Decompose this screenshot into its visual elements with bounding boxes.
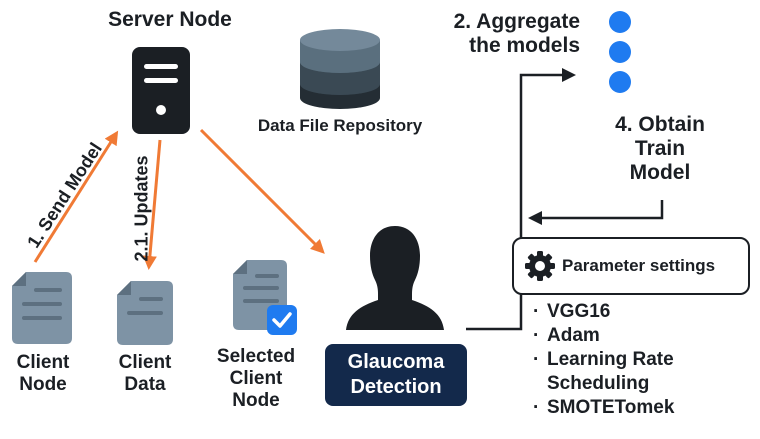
obtain-line3: Model — [629, 161, 691, 184]
selected-client-line2: Client — [229, 368, 283, 389]
client-data-line2: Data — [124, 374, 166, 395]
server-node-title: Server Node — [108, 8, 232, 31]
repository-label: Data File Repository — [257, 116, 423, 135]
server-icon — [132, 47, 190, 134]
model-dot — [609, 11, 631, 33]
obtain-line2: Train — [634, 137, 686, 160]
parameter-item: SMOTETomek — [533, 396, 753, 420]
client-node-line2: Node — [19, 374, 67, 395]
glaucoma-line2: Detection — [350, 376, 442, 398]
aggregate-line1: 2. Aggregate — [453, 10, 580, 33]
detection-connector — [466, 294, 523, 331]
model-dot — [609, 71, 631, 93]
obtain-label: 4. Obtain Train Model — [590, 113, 730, 185]
database-icon — [300, 28, 380, 110]
glaucoma-detection-box[interactable]: Glaucoma Detection — [325, 344, 467, 406]
client-data-label: Client Data — [102, 352, 188, 396]
send-model-arrow — [33, 130, 119, 263]
client-node-line1: Client — [16, 352, 70, 373]
parameter-item: Learning Rate — [533, 348, 753, 372]
parameter-item: Adam — [533, 324, 753, 348]
parameter-list: VGG16 Adam Learning Rate Scheduling SMOT… — [533, 300, 753, 420]
selected-client-line3: Node — [232, 390, 280, 411]
parameter-settings-box[interactable]: Parameter settings — [512, 237, 750, 295]
aggregate-line2: the models — [469, 34, 580, 57]
parameter-settings-label: Parameter settings — [562, 256, 716, 275]
aggregate-arrow — [519, 68, 576, 238]
obtain-line1: 4. Obtain — [615, 113, 705, 136]
model-dot — [609, 41, 631, 63]
parameter-item-continuation: Scheduling — [547, 373, 650, 394]
glaucoma-line1: Glaucoma — [347, 351, 445, 373]
aggregate-label: 2. Aggregate the models — [430, 10, 580, 58]
client-node-label: Client Node — [0, 352, 86, 396]
server-to-detection-arrow — [199, 128, 325, 254]
selected-client-label: Selected Client Node — [206, 346, 306, 412]
selected-client-line1: Selected — [216, 346, 296, 367]
document-check-icon — [233, 260, 297, 336]
document-icon — [117, 281, 173, 345]
obtain-return-arrow — [528, 200, 664, 225]
updates-label: 2.1. Updates — [131, 155, 152, 262]
gear-icon — [524, 250, 556, 282]
updates-arrow — [142, 139, 162, 270]
parameter-item: VGG16 — [533, 300, 753, 324]
document-icon — [12, 272, 72, 344]
client-data-line1: Client — [118, 352, 172, 373]
person-icon — [340, 222, 450, 334]
